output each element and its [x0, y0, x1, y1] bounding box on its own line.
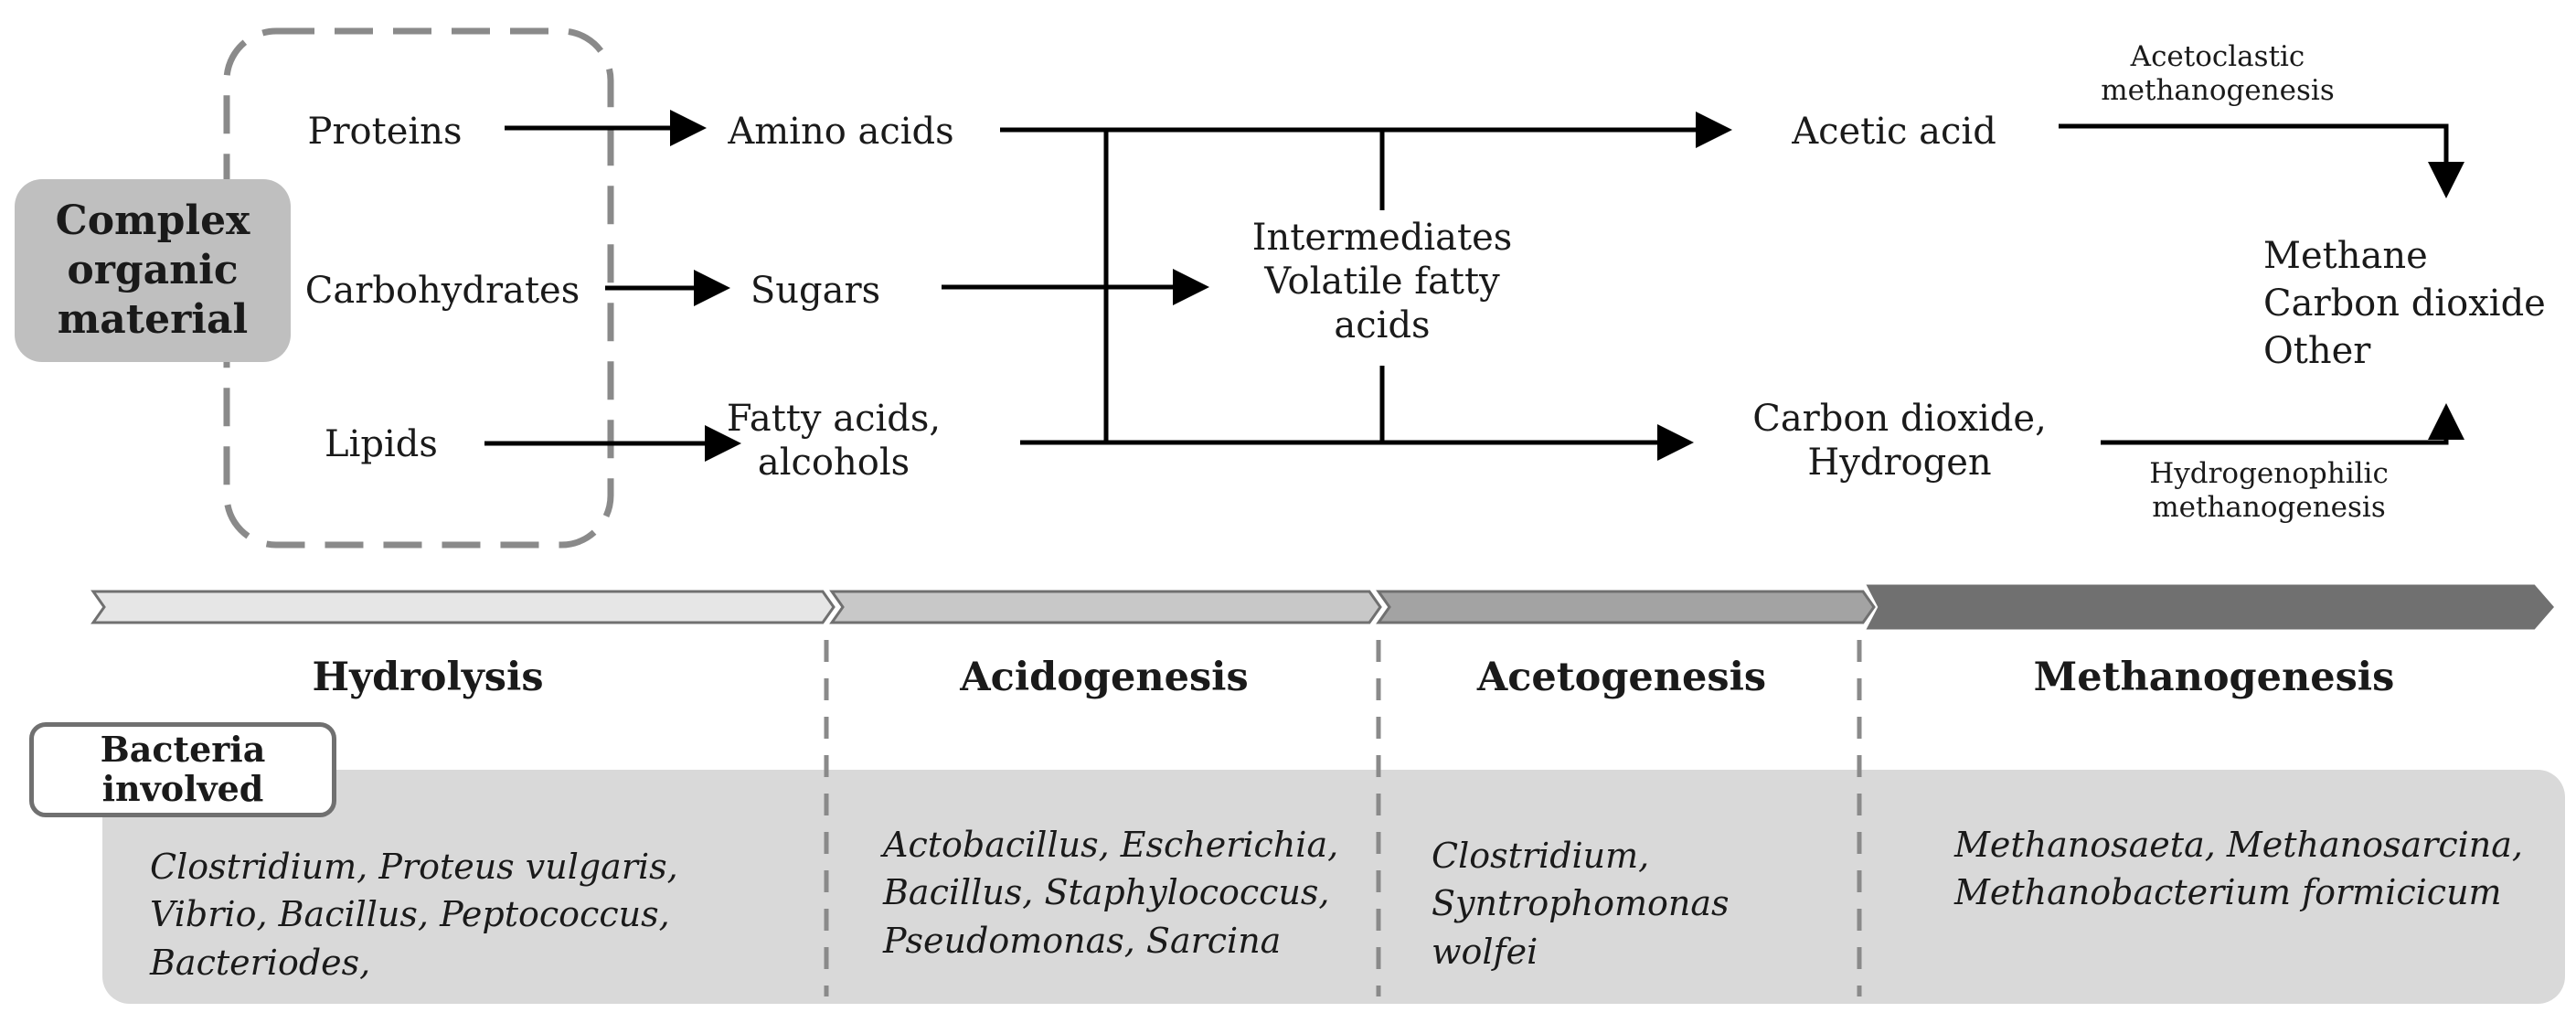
node-fatty-acids-line1: Fatty acids, — [726, 398, 942, 440]
node-sugars: Sugars — [750, 270, 881, 312]
complex-organic-material-label: Complex organic material — [55, 197, 250, 343]
node-hydrogen-line: Hydrogen — [1807, 442, 1992, 484]
bacteria-hydrolysis: Clostridium, Proteus vulgaris, Vibrio, B… — [150, 847, 678, 983]
arrow-hydrogenophilic-route — [2101, 403, 2464, 445]
bacteria-involved-label: Bacteria involved — [100, 729, 266, 809]
product-other: Other — [2263, 330, 2371, 372]
complex-organic-material-box: Complex organic material — [15, 179, 291, 362]
node-co2-hydrogen: Carbon dioxide, Hydrogen — [1752, 397, 2047, 485]
bacteria-acetogenesis: Clostridium, Syntrophomonas wolfei — [1432, 836, 1730, 972]
node-intermediates-line2: Volatile fatty — [1264, 261, 1500, 303]
product-methane: Methane — [2263, 235, 2428, 277]
stage-label-acidogenesis: Acidogenesis — [960, 655, 1249, 700]
label-acetoclastic: Acetoclastic methanogenesis — [2101, 40, 2335, 108]
stage-label-acetogenesis: Acetogenesis — [1476, 655, 1767, 700]
stage-chevron-acidogenesis — [829, 590, 1382, 624]
bacteria-involved-badge: Bacteria involved — [29, 722, 336, 817]
label-hydrogenophilic: Hydrogenophilic methanogenesis — [2149, 457, 2389, 525]
stage-label-hydrolysis: Hydrolysis — [312, 655, 544, 700]
stage-chevron-hydrolysis — [90, 590, 836, 624]
node-amino-acids: Amino acids — [728, 111, 954, 153]
node-fatty-acids-line2: alcohols — [757, 442, 910, 484]
stage-label-methanogenesis: Methanogenesis — [2033, 655, 2395, 700]
node-proteins: Proteins — [307, 111, 463, 153]
node-products: Methane Carbon dioxide Other — [2263, 232, 2546, 375]
node-intermediates-line3: acids — [1334, 304, 1431, 346]
label-hydrogenophilic-line2: methanogenesis — [2152, 491, 2386, 525]
node-intermediates: Intermediates Volatile fatty acids — [1252, 216, 1513, 347]
stage-chevron-methanogenesis — [1866, 584, 2554, 630]
bacteria-acidogenesis: Actobacillus, Escherichia, Bacillus, Sta… — [883, 825, 1339, 961]
node-lipids: Lipids — [325, 423, 438, 465]
bacteria-methanogenesis: Methanosaeta, Methanosarcina, Methanobac… — [1954, 825, 2523, 913]
node-fatty-acids: Fatty acids, alcohols — [727, 397, 941, 485]
node-intermediates-line1: Intermediates — [1251, 217, 1513, 259]
node-co2-line: Carbon dioxide, — [1752, 398, 2047, 440]
node-carbohydrates: Carbohydrates — [304, 270, 580, 312]
stage-chevron-acetogenesis — [1376, 590, 1876, 624]
label-acetoclastic-line1: Acetoclastic — [2130, 40, 2305, 73]
label-acetoclastic-line2: methanogenesis — [2101, 74, 2335, 108]
bacteria-panel — [102, 770, 2565, 1004]
product-carbon-dioxide: Carbon dioxide — [2263, 282, 2546, 325]
arrow-acetoclastic-route — [2059, 123, 2464, 198]
node-acetic-acid: Acetic acid — [1792, 111, 1996, 153]
label-hydrogenophilic-line1: Hydrogenophilic — [2149, 457, 2389, 490]
